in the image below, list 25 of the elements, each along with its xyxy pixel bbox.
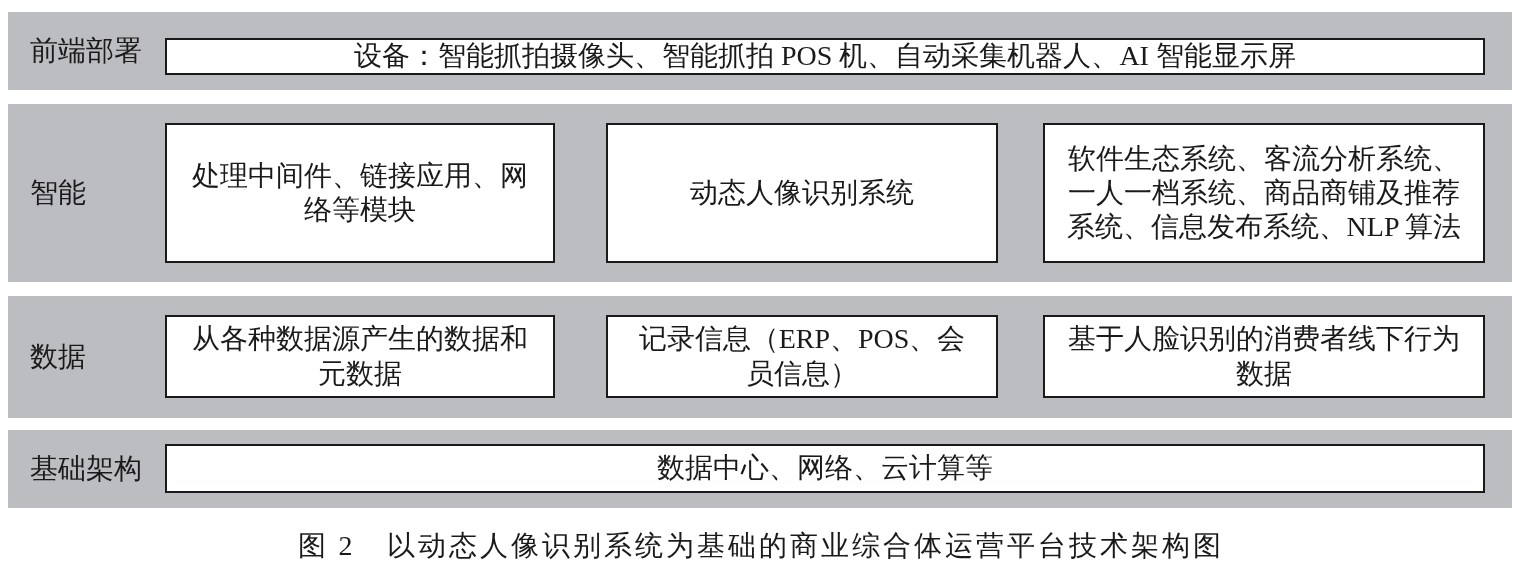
module-box <box>1043 315 1485 398</box>
layer-band <box>8 104 1512 282</box>
module-text: 动态人像识别系统 <box>690 175 914 210</box>
layer-band <box>8 296 1512 418</box>
module-box <box>165 123 555 263</box>
module-box <box>165 444 1485 493</box>
layer-band <box>8 430 1512 508</box>
module-text: 设备：智能抓拍摄像头、智能抓拍 POS 机、自动采集机器人、AI 智能显示屏 <box>354 39 1296 74</box>
layer-label: 数据 <box>30 340 86 374</box>
module-box <box>606 315 998 398</box>
module-text: 记录信息（ERP、POS、会员信息） <box>637 322 967 391</box>
figure-caption: 图 2 以动态人像识别系统为基础的商业综合体运营平台技术架构图 <box>297 529 1224 563</box>
module-box <box>1043 123 1485 263</box>
module-text: 软件生态系统、客流分析系统、一人一档系统、商品商铺及推荐系统、信息发布系统、NLP 算法 <box>1065 141 1463 245</box>
module-text: 处理中间件、链接应用、网络等模块 <box>191 158 529 227</box>
module-text: 数据中心、网络、云计算等 <box>657 451 993 486</box>
module-text: 基于人脸识别的消费者线下行为数据 <box>1068 322 1460 391</box>
layer-label: 智能 <box>30 176 86 210</box>
layer-band <box>8 12 1512 90</box>
module-box <box>606 123 998 263</box>
module-box <box>165 315 555 398</box>
module-text: 从各种数据源产生的数据和元数据 <box>191 322 529 391</box>
module-box <box>165 38 1485 75</box>
layer-label: 前端部署 <box>30 34 142 68</box>
layer-label: 基础架构 <box>30 452 142 486</box>
